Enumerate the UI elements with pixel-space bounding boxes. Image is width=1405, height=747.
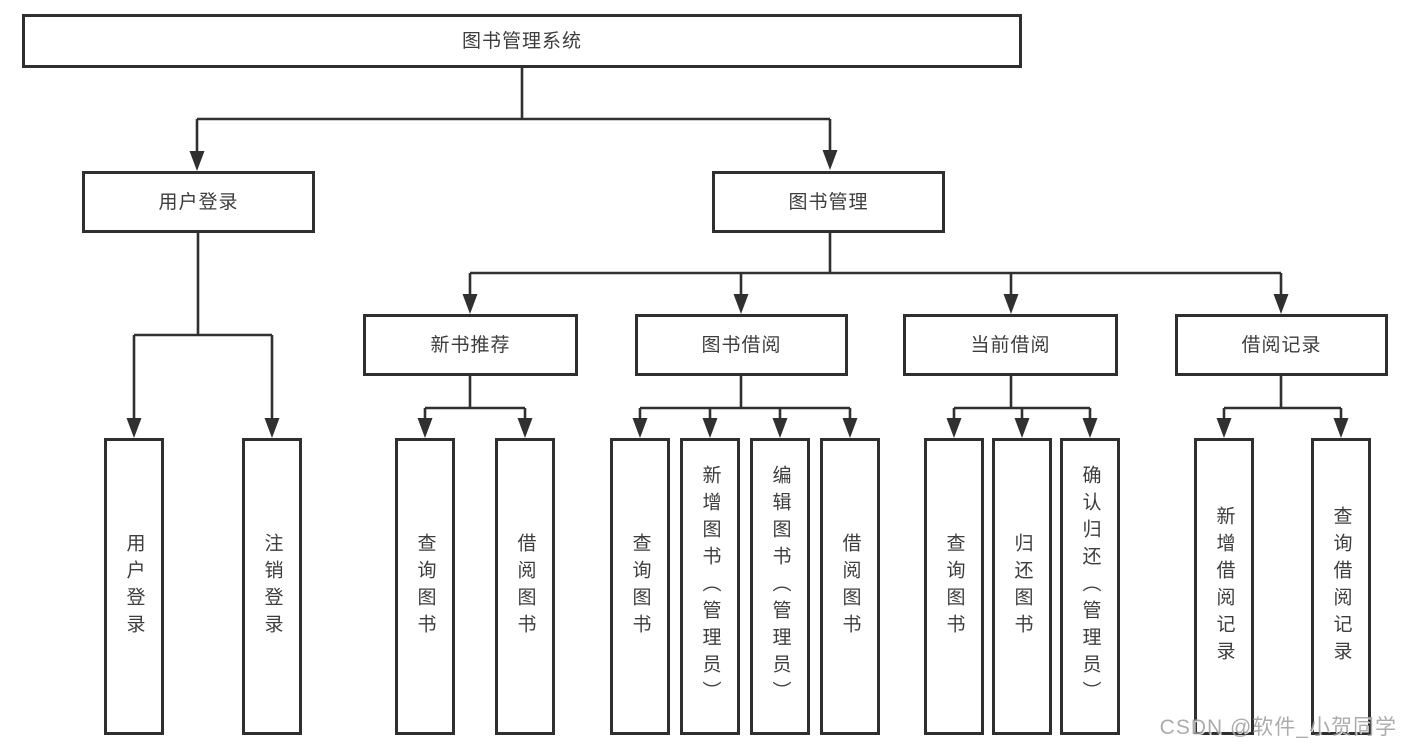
arrow-down-icon (842, 418, 858, 438)
arrow-down-icon (1014, 418, 1030, 438)
arrow-down-icon (517, 418, 533, 438)
leaf-borrow-books-recommend: 借阅图书 (495, 438, 555, 735)
connector-book-borrowing-split (632, 376, 858, 438)
node-book-management: 图书管理 (712, 171, 945, 233)
connector-book-management-split (462, 233, 1289, 314)
leaf-user-login: 用户登录 (104, 438, 164, 735)
arrow-down-icon (822, 150, 838, 170)
connector-new-book-split (417, 376, 533, 438)
leaf-query-books-borrowing: 查询图书 (610, 438, 670, 735)
leaf-query-borrow-record: 查询借阅记录 (1311, 438, 1371, 735)
arrow-down-icon (946, 418, 962, 438)
arrow-down-icon (1216, 418, 1232, 438)
leaf-return-books: 归还图书 (992, 438, 1052, 735)
arrow-down-icon (1082, 418, 1098, 438)
arrow-down-icon (189, 151, 205, 171)
leaf-add-borrow-record: 新增借阅记录 (1194, 438, 1254, 735)
leaf-borrow-books-borrowing: 借阅图书 (820, 438, 880, 735)
arrow-down-icon (264, 418, 280, 438)
node-new-book-recommendation: 新书推荐 (363, 314, 578, 376)
leaf-add-books-admin: 新增图书（管理员） (680, 438, 740, 735)
node-book-borrowing: 图书借阅 (635, 314, 848, 376)
connector-current-borrowing-split (946, 376, 1098, 438)
leaf-query-books-current: 查询图书 (924, 438, 984, 735)
arrow-down-icon (126, 418, 142, 438)
connector-root-split (189, 68, 838, 171)
node-library-system: 图书管理系统 (22, 14, 1022, 68)
arrow-down-icon (702, 418, 718, 438)
arrow-down-icon (462, 294, 478, 314)
leaf-confirm-return-admin: 确认归还（管理员） (1060, 438, 1120, 735)
arrow-down-icon (772, 418, 788, 438)
arrow-down-icon (1333, 418, 1349, 438)
leaf-query-books-recommend: 查询图书 (395, 438, 455, 735)
arrow-down-icon (1273, 294, 1289, 314)
csdn-watermark: CSDN @软件_小贺同学 (1159, 716, 1397, 739)
connector-borrowing-records-split (1216, 376, 1349, 438)
leaf-logout: 注销登录 (242, 438, 302, 735)
arrow-down-icon (632, 418, 648, 438)
arrow-down-icon (1003, 294, 1019, 314)
arrow-down-icon (733, 294, 749, 314)
arrow-down-icon (417, 418, 433, 438)
node-borrowing-records: 借阅记录 (1175, 314, 1388, 376)
connector-user-login-split (126, 233, 280, 438)
node-current-borrowing: 当前借阅 (903, 314, 1118, 376)
leaf-edit-books-admin: 编辑图书（管理员） (750, 438, 810, 735)
node-user-login: 用户登录 (82, 171, 315, 233)
